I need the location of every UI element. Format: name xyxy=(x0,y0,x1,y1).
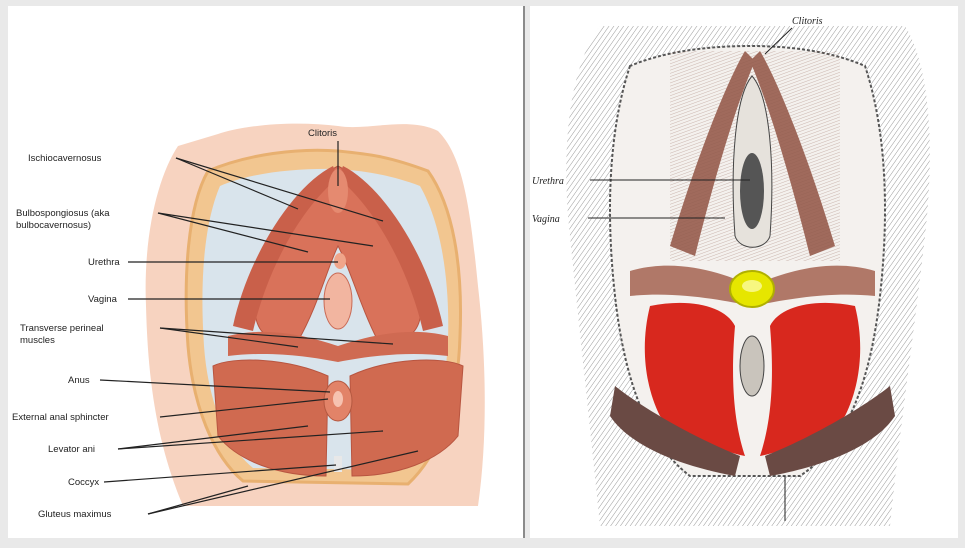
vagina-structure xyxy=(324,273,352,329)
label-gluteus-maximus: Gluteus maximus xyxy=(38,509,112,520)
label-transverse-2: muscles xyxy=(20,335,55,346)
vaginal-canal xyxy=(740,153,764,229)
label-levator-ani: Levator ani xyxy=(48,444,95,455)
label-clitoris: Clitoris xyxy=(308,128,337,139)
engraving-label-vagina: Vagina xyxy=(532,214,560,225)
anus-structure xyxy=(333,391,343,407)
label-bulbospongiosus-1: Bulbospongiosus (aka xyxy=(16,208,110,219)
anal-region xyxy=(740,336,764,396)
urethra-structure xyxy=(334,253,346,269)
perineal-muscles-illustration: Clitoris Ischiocavernosus Bulbospongiosu… xyxy=(8,6,523,538)
label-vagina: Vagina xyxy=(88,294,118,305)
engraved-perineum-illustration: Clitoris Urethra Vagina xyxy=(530,6,958,538)
label-coccyx: Coccyx xyxy=(68,477,99,488)
label-transverse-1: Transverse perineal xyxy=(20,323,104,334)
label-external-anal-sphincter: External anal sphincter xyxy=(12,412,109,423)
right-diagram-panel: Clitoris Urethra Vagina xyxy=(530,6,958,538)
label-urethra: Urethra xyxy=(88,257,120,268)
label-ischiocavernosus: Ischiocavernosus xyxy=(28,153,102,164)
left-diagram-panel: Clitoris Ischiocavernosus Bulbospongiosu… xyxy=(8,6,525,538)
engraving-label-clitoris: Clitoris xyxy=(792,16,823,27)
engraving-label-urethra: Urethra xyxy=(532,176,564,187)
highlight-center xyxy=(742,280,762,292)
label-bulbospongiosus-2: bulbocavernosus) xyxy=(16,220,91,231)
label-anus: Anus xyxy=(68,375,90,386)
